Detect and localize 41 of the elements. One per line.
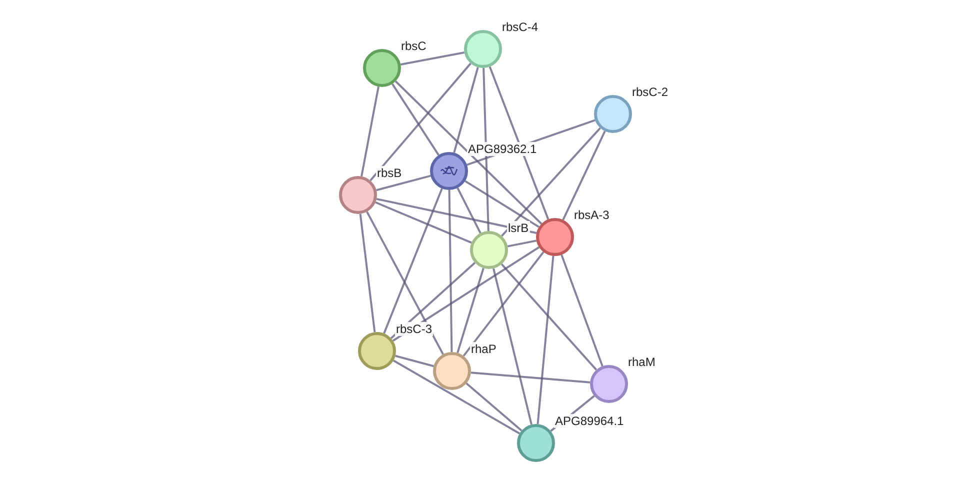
interaction-line [366, 211, 444, 355]
protein-label: rhaP [470, 342, 498, 356]
interaction-line [470, 372, 590, 384]
interaction-line [360, 86, 380, 177]
interaction-line [392, 83, 440, 156]
interaction-line [375, 201, 472, 244]
interaction-line [492, 268, 532, 425]
interaction-line [507, 240, 537, 248]
interaction-line [482, 68, 490, 232]
protein-label: rbsC-4 [501, 20, 540, 34]
protein-label: rbsC [400, 39, 428, 53]
interaction-line [376, 174, 431, 192]
protein-label: rhaM [627, 355, 656, 369]
interaction-line [383, 188, 443, 334]
interaction-line [376, 198, 537, 234]
interaction-line [448, 190, 453, 352]
interaction-line [466, 382, 522, 432]
interaction-line [500, 263, 598, 371]
interaction-line [562, 130, 606, 220]
protein-label: APG89362.1 [467, 142, 538, 156]
interaction-line [359, 214, 376, 332]
interaction-line [456, 268, 484, 354]
interaction-line [456, 188, 482, 234]
protein-label: lsrB [507, 221, 530, 235]
protein-label: rbsA-3 [573, 208, 610, 222]
interaction-line [395, 354, 434, 368]
interaction-line [370, 62, 472, 182]
interaction-line [464, 180, 540, 228]
interaction-line [400, 52, 465, 66]
interaction-line [560, 254, 604, 367]
interaction-line [453, 67, 479, 153]
protein-label: APG89964.1 [554, 414, 625, 428]
protein-label: rbsC-3 [395, 322, 434, 336]
interaction-line [501, 127, 601, 237]
protein-label: rbsC-2 [631, 85, 670, 99]
interaction-line [462, 251, 544, 357]
protein-label: rbsB [376, 166, 403, 180]
interaction-line [394, 80, 542, 224]
interaction-line [488, 66, 550, 220]
interaction-line [392, 360, 520, 434]
interaction-line [536, 256, 554, 424]
